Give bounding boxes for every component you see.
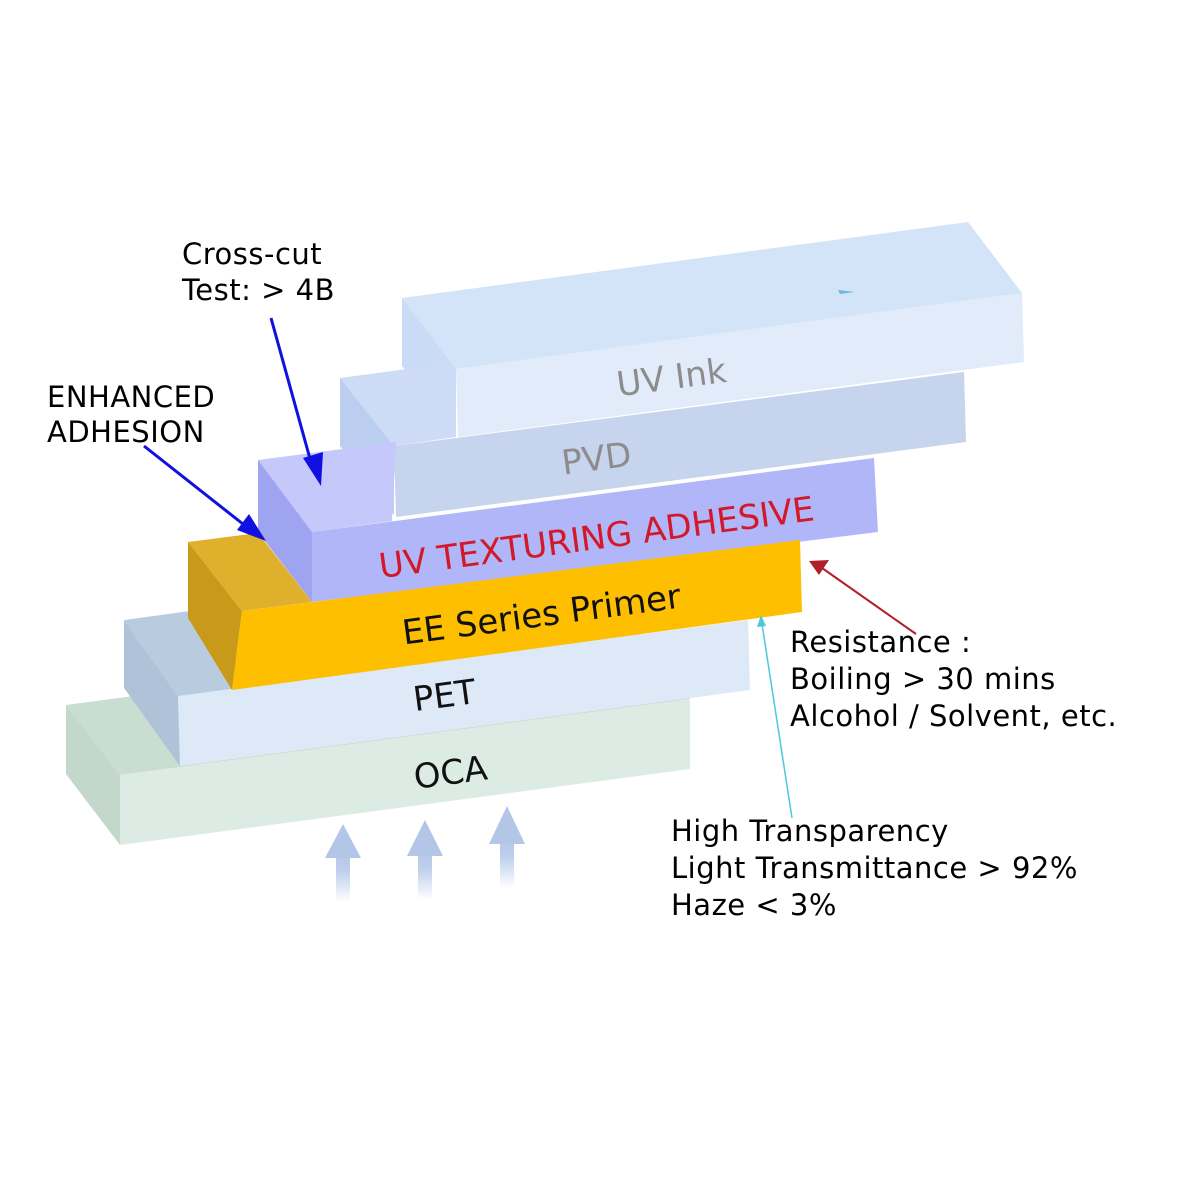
resistance-line-3: Alcohol / Solvent, etc. [790, 699, 1117, 733]
crosscut-arrowhead-icon [303, 452, 323, 486]
adhesion-line-2: ADHESION [47, 415, 205, 449]
adhesion-arrow [143, 444, 249, 530]
annotation-adhesion: ENHANCED ADHESION [47, 380, 215, 449]
cursor-mark-icon [838, 290, 855, 294]
resistance-line-1: Resistance : [790, 625, 971, 659]
light-arrow-icon [407, 820, 443, 900]
resistance-line-2: Boiling > 30 mins [790, 662, 1056, 696]
layer-pvd-label: PVD [559, 435, 634, 484]
layer-oca-front [120, 699, 690, 845]
layer-uv-texturing-front [312, 458, 878, 602]
layer-pet-label: PET [411, 672, 479, 720]
layer-uv-ink-top [402, 222, 1022, 369]
layer-pvd-top [340, 363, 456, 446]
annotation-crosscut: Cross-cut Test: > 4B [181, 237, 335, 307]
layer-uv-texturing-top [258, 442, 396, 532]
crosscut-arrow [269, 317, 314, 467]
resistance-arrow [821, 567, 917, 635]
light-arrows [325, 806, 525, 902]
transparency-arrow [761, 623, 793, 819]
resistance-arrowhead-icon [809, 560, 829, 575]
light-arrow-icon [489, 806, 525, 888]
adhesion-line-1: ENHANCED [47, 380, 215, 414]
transparency-line-3: Haze < 3% [671, 888, 837, 922]
crosscut-line-2: Test: > 4B [181, 273, 335, 307]
annotation-arrows [143, 317, 917, 819]
layer-uv-ink-front [456, 293, 1024, 437]
light-arrow-icon [325, 824, 361, 902]
layer-oca-side [66, 705, 120, 845]
layer-ee-primer: EE Series Primer [188, 533, 802, 690]
layer-oca-label: OCA [411, 748, 489, 797]
layer-pet-side [124, 620, 180, 766]
layer-pet-front [178, 620, 750, 766]
transparency-arrowhead-icon [757, 615, 766, 627]
layer-pvd-front [394, 372, 966, 517]
transparency-line-1: High Transparency [671, 814, 949, 848]
layer-ee-primer-top [188, 533, 312, 611]
layer-uv-texturing-side [258, 460, 312, 602]
crosscut-line-1: Cross-cut [182, 237, 322, 271]
adhesion-arrowhead-icon [237, 514, 266, 541]
annotation-transparency: High Transparency Light Transmittance > … [671, 814, 1078, 922]
transparency-line-2: Light Transmittance > 92% [671, 851, 1078, 885]
annotation-resistance: Resistance : Boiling > 30 mins Alcohol /… [790, 625, 1117, 733]
layer-ee-primer-side [188, 542, 242, 690]
layer-ee-primer-front [232, 540, 802, 690]
